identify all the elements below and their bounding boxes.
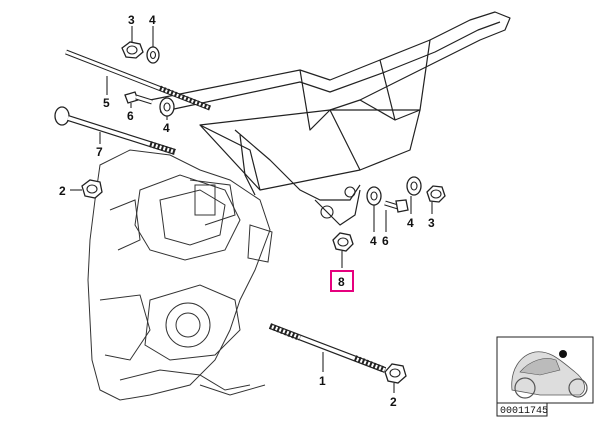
callout-2-bottom: 2: [390, 395, 397, 409]
motorcycle-thumbnail: [496, 336, 594, 404]
rear-frame: [149, 11, 511, 226]
callout-1: 1: [319, 374, 326, 388]
washer-part-4-right-a: [366, 186, 382, 206]
location-marker-icon: [559, 350, 567, 358]
callout-3-top: 3: [128, 13, 135, 27]
engine-block: [87, 149, 273, 401]
reference-number: 00011745: [500, 406, 548, 417]
callout-2-left: 2: [59, 184, 66, 198]
callout-8[interactable]: 8: [338, 275, 345, 289]
callout-5: 5: [103, 96, 110, 110]
bolt-part-6-right: [384, 199, 409, 213]
callout-7: 7: [96, 145, 103, 159]
nut-part-3-top: [121, 41, 144, 59]
callout-6-left: 6: [127, 109, 134, 123]
nut-part-8: [332, 232, 354, 252]
reference-number-box: [496, 402, 548, 417]
washer-part-4-right-b: [406, 176, 422, 196]
bolt-part-6-left: [124, 91, 153, 105]
highlight-box-part-8[interactable]: [330, 270, 354, 292]
nut-part-2-bottom: [384, 363, 407, 384]
long-bolt-part-5: [65, 49, 211, 111]
long-bolt-part-7: [54, 106, 176, 155]
callout-4-top: 4: [149, 13, 156, 27]
washer-part-4-top: [146, 46, 160, 64]
callout-4-right-a: 4: [370, 234, 377, 248]
nut-part-3-right: [426, 185, 446, 203]
leader-lines: [70, 26, 433, 393]
washer-part-4-left: [159, 97, 175, 117]
callout-6-right: 6: [382, 234, 389, 248]
nut-part-2-left: [81, 179, 103, 199]
callout-3-right: 3: [428, 216, 435, 230]
callout-4-right-b: 4: [407, 216, 414, 230]
long-bolt-part-1: [268, 323, 387, 373]
callout-4-left: 4: [163, 121, 170, 135]
